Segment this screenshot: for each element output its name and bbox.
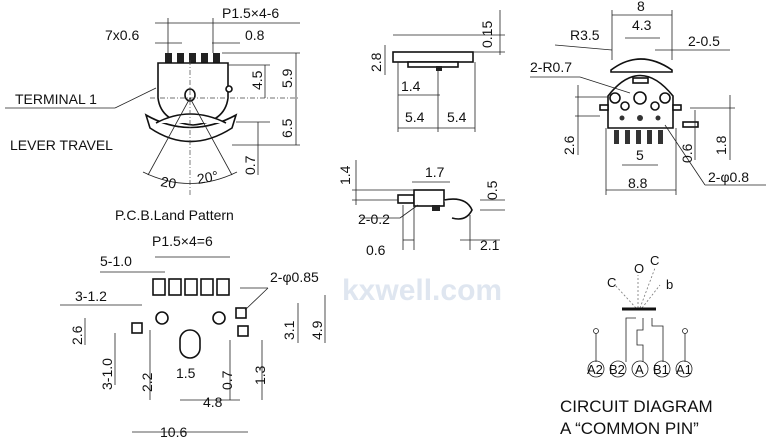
pcb-dim-0-7: 0.7: [219, 370, 235, 390]
circuit-subtitle: A “COMMON PIN”: [560, 419, 699, 438]
terminal-width-label: 7x0.6: [105, 27, 139, 43]
right-half-label: 5.4: [447, 109, 467, 125]
height-total-label: 5.9: [279, 68, 295, 88]
thickness-label: 0.15: [479, 21, 495, 48]
pin-span-label: 5: [636, 147, 644, 163]
pcb-dim-3-1-0: 3-1.0: [99, 358, 115, 390]
position-c-left: C: [607, 275, 616, 290]
pcb-square-pads-label: 3-1.2: [75, 288, 107, 304]
circuit-diagram: C O C b A2 B2 A B1 A1 CIRCUIT DIAGRAM A …: [560, 253, 713, 438]
knob-cap: [610, 58, 673, 73]
terminal-label: TERMINAL 1: [15, 91, 97, 107]
offset-label: 0.8: [245, 27, 265, 43]
pcb-dim-3-1: 3.1: [281, 320, 297, 340]
pin-b1: B1: [653, 362, 669, 377]
pcb-dim-4-8: 4.8: [203, 394, 223, 410]
side-left-label: 0.6: [366, 242, 386, 258]
side-slot-label: 2-0.2: [358, 211, 390, 227]
pcb-dim-4-9: 4.9: [309, 320, 325, 340]
corner-label: 2-R0.7: [530, 59, 572, 75]
pcb-dim-2-6: 2.6: [69, 325, 85, 345]
top-view: 0.15 2.8 1.4 5.4 5.4: [368, 10, 505, 132]
pcb-dim-1-3: 1.3: [252, 365, 268, 385]
pitch-label: P1.5×4-6: [222, 5, 279, 21]
pcb-pads-label: 5-1.0: [100, 253, 132, 269]
pcb-title: P.C.B.Land Pattern: [115, 207, 234, 223]
front-view: P1.5×4-6 7x0.6 0.8 5.9 4.5 6.5 0.7 TERMI…: [5, 5, 300, 195]
pin-a1: A1: [676, 362, 692, 377]
pcb-dim-10-6: 10.6: [160, 424, 187, 440]
circuit-title: CIRCUIT DIAGRAM: [560, 397, 713, 416]
lever-gap-label: 0.7: [242, 155, 258, 175]
position-b: b: [666, 277, 673, 292]
pcb-pitch-label: P1.5×4=6: [152, 233, 213, 249]
position-c-right: C: [650, 253, 659, 268]
height-upper-label: 4.5: [249, 70, 265, 90]
pcb-dim-2-2: 2.2: [139, 372, 155, 392]
left-half-label: 5.4: [405, 109, 425, 125]
right-view: 8 4.3 R3.5 2-0.5 2-R0.7 2.6 5 8.8 0.6 1.…: [530, 0, 766, 195]
angle-right-label: 20°: [196, 168, 220, 187]
side-right-label: 2.1: [480, 237, 500, 253]
side-view: 1.4 1.7 0.5 2-0.2 0.6 2.1: [337, 160, 505, 258]
radius-label: R3.5: [570, 27, 600, 43]
tab-label: 0.6: [679, 143, 695, 163]
right-width-label: 8: [637, 0, 645, 14]
pin-b2: B2: [609, 362, 625, 377]
right-holes-label: 2-φ0.8: [708, 169, 749, 185]
inner-label: 1.4: [401, 78, 421, 94]
angle-left-label: 20: [159, 173, 177, 191]
right-slot-label: 2-0.5: [688, 33, 720, 49]
watermark: kxwell.com: [342, 274, 502, 307]
pcb-holes-label: 2-φ0.85: [270, 269, 319, 285]
tab-height-label: 1.8: [713, 135, 729, 155]
side-width-label: 1.7: [425, 164, 445, 180]
side-height-label: 1.4: [337, 165, 353, 185]
pcb-land-pattern: P.C.B.Land Pattern P1.5×4=6 5-1.0 2-φ0.8…: [60, 207, 326, 440]
pcb-dim-1-5: 1.5: [176, 365, 196, 381]
right-inner-label: 4.3: [632, 17, 652, 33]
top-height-label: 2.8: [368, 52, 384, 72]
pin-a: A: [635, 362, 644, 377]
height-lower-label: 6.5: [279, 118, 295, 138]
position-o: O: [634, 261, 644, 276]
right-height-label: 2.6: [561, 135, 577, 155]
body-width-label: 8.8: [628, 175, 648, 191]
pin-a2: A2: [587, 362, 603, 377]
lever-travel-label: LEVER TRAVEL: [10, 137, 113, 153]
side-tab-label: 0.5: [484, 180, 500, 200]
